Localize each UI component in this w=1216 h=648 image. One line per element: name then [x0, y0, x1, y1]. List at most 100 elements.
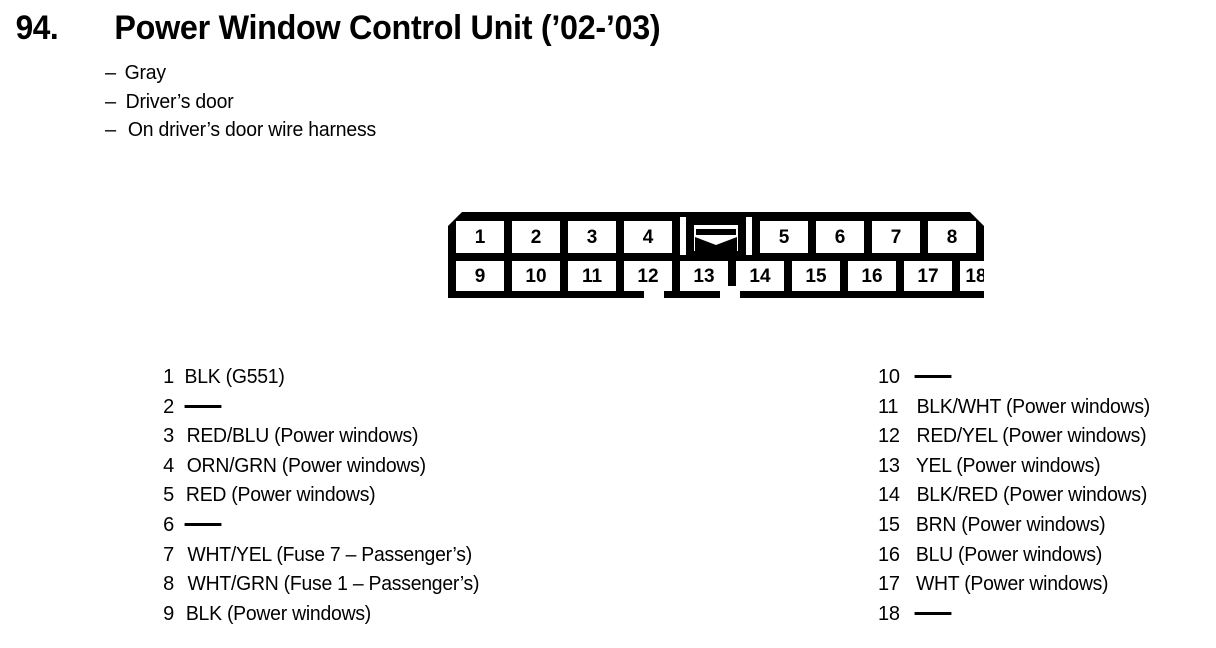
pin-list-item: 13 YEL (Power windows) — [878, 455, 1154, 485]
connector-cell-15 — [792, 261, 840, 291]
pin-number: 5 — [163, 484, 174, 507]
empty-pin-dash-icon — [914, 375, 952, 378]
pin-number: 8 — [163, 573, 174, 596]
connector-pin-label: 10 — [525, 266, 546, 287]
connector-cell-11 — [568, 261, 616, 291]
bullet-text: Driver’s door — [125, 90, 234, 113]
pin-list-item: 11 BLK/WHT (Power windows) — [878, 396, 1154, 426]
pin-list-left: 1 BLK (G551) 2 3 RED/BLU (Power windows)… — [160, 366, 484, 632]
pin-list-item: 2 — [160, 396, 484, 426]
pin-list-item: 9 BLK (Power windows) — [160, 603, 484, 633]
connector-cell-4 — [624, 221, 672, 253]
connector-cell-2 — [512, 221, 560, 253]
connector-cell-17 — [904, 261, 952, 291]
list-item: – On driver’s door wire harness — [105, 119, 380, 148]
connector-chamfer-right — [968, 221, 976, 229]
pin-description: RED (Power windows) — [185, 484, 376, 507]
connector-cell-3 — [568, 221, 616, 253]
pin-number: 16 — [878, 543, 900, 566]
connector-cell-13 — [680, 261, 728, 291]
connector-diagram: 1 2 3 4 5 6 7 8 9 10 11 12 13 14 15 16 1… — [448, 212, 984, 298]
connector-pin-label: 11 — [582, 266, 603, 287]
connector-cell-18 — [960, 261, 984, 291]
pin-list-item: 17 WHT (Power windows) — [878, 573, 1154, 603]
list-item: – Gray — [105, 62, 380, 91]
pin-description: BLK/RED (Power windows) — [916, 484, 1148, 507]
connector-pin-label: 12 — [637, 266, 658, 287]
pin-description: WHT/YEL (Fuse 7 – Passenger’s) — [187, 543, 472, 566]
pin-list-item: 3 RED/BLU (Power windows) — [160, 425, 484, 455]
empty-pin-dash-icon — [184, 522, 222, 526]
connector-pin-label: 5 — [779, 227, 790, 248]
bullet-text: Gray — [124, 62, 166, 84]
pin-list-item: 4 ORN/GRN (Power windows) — [160, 455, 484, 485]
pin-list-item: 15 BRN (Power windows) — [878, 514, 1154, 544]
connector-pin-label: 2 — [531, 227, 542, 248]
pin-description-empty — [184, 396, 222, 419]
pin-description: RED/YEL (Power windows) — [916, 425, 1147, 448]
page-title-text: Power Window Control Unit (’02-’03) — [114, 9, 661, 47]
connector-cell-7 — [872, 221, 920, 253]
pin-description: YEL (Power windows) — [915, 454, 1101, 477]
connector-pin-label: 1 — [475, 227, 486, 248]
pin-description: BLK/WHT (Power windows) — [916, 395, 1151, 418]
pin-description-empty — [914, 366, 952, 389]
pin-number: 6 — [163, 513, 174, 536]
connector-pin-label: 17 — [917, 266, 938, 287]
bullet-dash-icon: – — [105, 62, 116, 84]
connector-pin-label: 4 — [643, 227, 654, 248]
connector-svg: 1 2 3 4 5 6 7 8 9 10 11 12 13 14 15 16 1… — [448, 212, 984, 298]
pin-number: 9 — [163, 602, 174, 625]
pin-number: 18 — [878, 602, 900, 625]
pin-list-item: 1 BLK (G551) — [160, 366, 484, 396]
pin-description-empty — [914, 603, 952, 626]
pin-number: 15 — [878, 513, 900, 536]
connector-cell-12 — [624, 261, 672, 291]
connector-cell-9 — [456, 261, 504, 291]
connector-pin-label: 15 — [805, 266, 827, 287]
pin-list-item: 16 BLU (Power windows) — [878, 544, 1154, 574]
pin-number: 17 — [878, 573, 900, 596]
bullet-dash-icon: – — [105, 90, 116, 113]
connector-pin-label: 7 — [891, 227, 902, 248]
pin-description: ORN/GRN (Power windows) — [186, 454, 426, 477]
connector-pin-label: 18 — [965, 266, 984, 287]
empty-pin-dash-icon — [914, 611, 952, 615]
pin-list-item: 18 — [878, 603, 1154, 633]
connector-cell-1 — [456, 221, 504, 253]
pin-description: BLK (G551) — [184, 366, 285, 388]
connector-cell-10 — [512, 261, 560, 291]
connector-chamfer-left — [456, 221, 464, 229]
connector-pin-label: 8 — [947, 227, 958, 248]
connector-pin-label: 3 — [587, 227, 598, 248]
pin-list-item: 6 — [160, 514, 484, 544]
pin-list-item: 5 RED (Power windows) — [160, 484, 484, 514]
pin-description-empty — [184, 514, 222, 537]
pin-description: BRN (Power windows) — [915, 513, 1106, 536]
pin-list-item: 8 WHT/GRN (Fuse 1 – Passenger’s) — [160, 573, 484, 603]
connector-pin-label: 14 — [749, 266, 771, 287]
pin-number: 11 — [878, 395, 899, 418]
pin-description: BLU (Power windows) — [915, 543, 1103, 566]
pin-number: 13 — [878, 454, 900, 477]
connector-cell-16 — [848, 261, 896, 291]
pin-list-item: 14 BLK/RED (Power windows) — [878, 484, 1154, 514]
section-number: 94. — [15, 9, 59, 47]
pin-number: 10 — [878, 366, 900, 388]
pin-number: 4 — [163, 454, 174, 477]
pin-number: 1 — [163, 366, 174, 388]
bullet-text: On driver’s door wire harness — [127, 119, 376, 141]
pin-list-right: 10 11 BLK/WHT (Power windows) 12 RED/YEL… — [878, 366, 1154, 632]
pin-number: 3 — [163, 425, 174, 448]
list-item: – Driver’s door — [105, 91, 380, 120]
pin-list-item: 12 RED/YEL (Power windows) — [878, 425, 1154, 455]
pin-description: WHT/GRN (Fuse 1 – Passenger’s) — [187, 573, 480, 596]
connector-cell-14 — [736, 261, 784, 291]
connector-pin-label: 9 — [475, 266, 486, 287]
connector-lock-tab-icon — [680, 217, 752, 256]
pin-list-item: 7 WHT/YEL (Fuse 7 – Passenger’s) — [160, 544, 484, 574]
header-bullet-list: – Gray – Driver’s door – On driver’s doo… — [105, 62, 380, 148]
pin-description: WHT (Power windows) — [915, 573, 1109, 596]
empty-pin-dash-icon — [184, 404, 222, 408]
connector-pin-label: 13 — [693, 266, 714, 287]
